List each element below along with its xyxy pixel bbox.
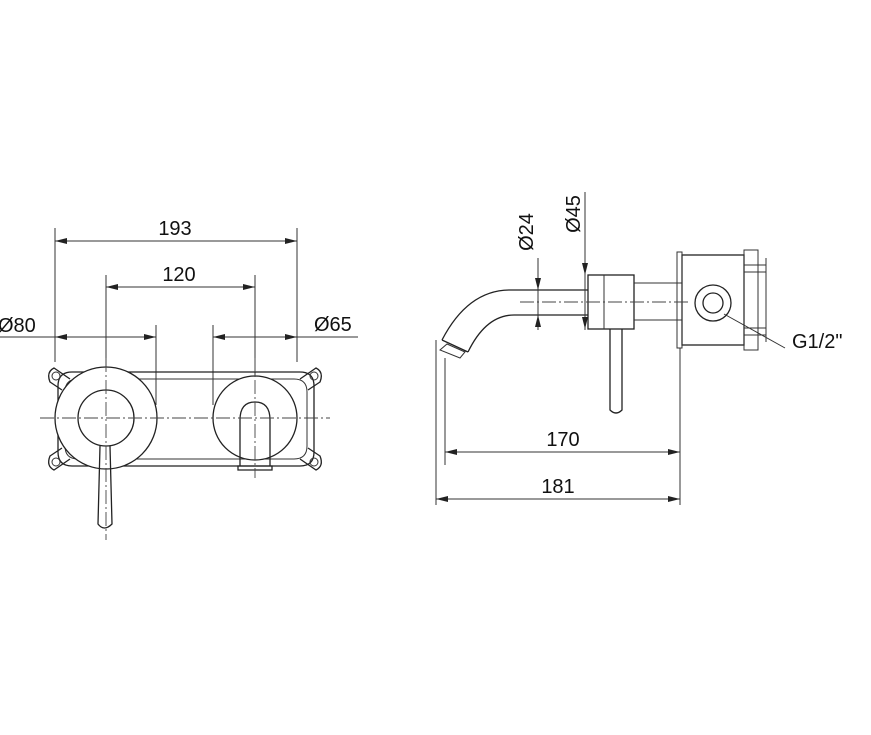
mixer-handle <box>97 445 113 529</box>
spout <box>439 289 588 359</box>
connection-label: G1/2" <box>792 331 842 353</box>
dimension-line-181 <box>436 496 680 502</box>
mounting-lug-top-left <box>48 367 71 391</box>
dimension-line-d45 <box>582 192 588 330</box>
concealed-body <box>676 249 767 351</box>
front-view: 193 120 Ø80 Ø65 <box>0 218 358 540</box>
dimension-line-d80 <box>0 325 157 405</box>
dimension-line-193 <box>55 238 297 244</box>
dimension-label-d65: Ø65 <box>314 314 352 336</box>
dimension-label-170: 170 <box>546 429 579 451</box>
dimension-line-120 <box>106 284 255 290</box>
mounting-lug-bottom-right <box>299 447 322 471</box>
dimension-label-181: 181 <box>541 476 574 498</box>
mounting-lug-top-right <box>299 367 322 391</box>
dimension-label-120: 120 <box>162 264 195 286</box>
dimension-line-d24 <box>535 258 541 330</box>
dimension-line-d65 <box>212 325 358 405</box>
dimension-line-170 <box>445 449 680 455</box>
side-view: G1/2" Ø24 <box>435 192 842 505</box>
dimension-label-d45: Ø45 <box>563 195 585 233</box>
side-handle <box>609 329 623 414</box>
dimension-label-d24: Ø24 <box>516 213 538 251</box>
dimension-label-d80: Ø80 <box>0 315 36 337</box>
mounting-lug-bottom-left <box>48 447 71 471</box>
inlet-connection <box>694 284 786 349</box>
dimension-label-193: 193 <box>158 218 191 240</box>
